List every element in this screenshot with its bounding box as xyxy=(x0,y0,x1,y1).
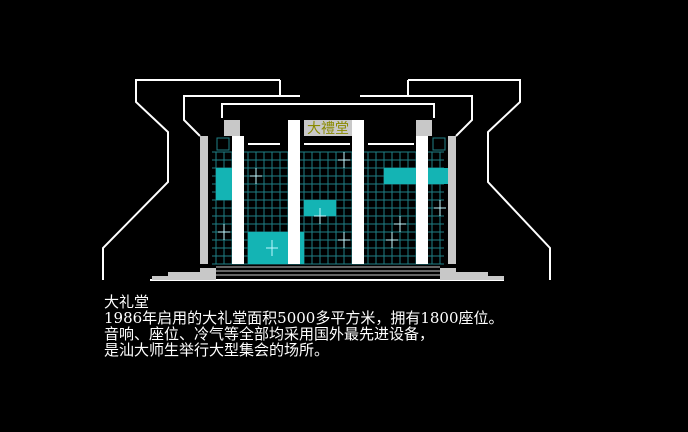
pillar-far-right xyxy=(448,136,456,264)
pillar-right xyxy=(416,136,428,264)
glass-panel xyxy=(216,168,232,200)
auditorium-illustration: 大禮堂 xyxy=(102,79,551,281)
pillar-centre-left xyxy=(288,120,300,264)
glass-panel xyxy=(384,168,416,184)
stair-treads xyxy=(216,266,440,276)
description-caption: 大礼堂 1986年启用的大礼堂面积5000多平方米，拥有1800座位。 音响、座… xyxy=(104,294,504,358)
left-inner-roof xyxy=(183,95,300,137)
entrance-steps xyxy=(152,266,504,280)
fascia xyxy=(221,103,435,118)
pillar-right-cap xyxy=(416,120,432,136)
left-outer-wing xyxy=(102,79,280,280)
sign-text: 大禮堂 xyxy=(307,121,349,137)
pillar-centre-right xyxy=(352,120,364,264)
caption-line-1: 1986年启用的大礼堂面积5000多平方米，拥有1800座位。 xyxy=(104,309,504,327)
caption-line-2: 音响、座位、冷气等全部均采用国外最先进设备， xyxy=(104,325,435,343)
small-window-right xyxy=(432,137,446,151)
glass-facade xyxy=(212,136,448,265)
glass-panel xyxy=(428,168,448,184)
pillar-far-left xyxy=(200,136,208,264)
pillar-left xyxy=(232,136,244,264)
small-window-left xyxy=(216,137,230,151)
pillars xyxy=(200,120,456,264)
pillar-left-cap xyxy=(224,120,240,136)
right-inner-roof xyxy=(360,95,473,137)
right-outer-wing xyxy=(408,79,551,280)
glass-reflections xyxy=(218,152,446,256)
caption-line-3: 是汕大师生举行大型集会的场所。 xyxy=(104,341,330,359)
caption-title: 大礼堂 xyxy=(104,293,150,311)
auditorium-sign: 大禮堂 xyxy=(304,120,352,137)
building-outline xyxy=(102,79,551,281)
